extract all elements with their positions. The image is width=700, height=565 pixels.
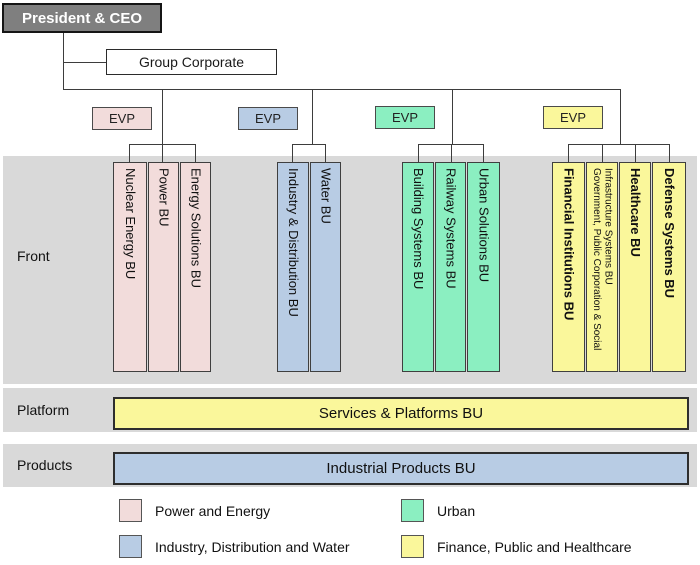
bu-defense-systems: Defense Systems BU <box>652 162 686 372</box>
bu-railway-systems: Railway Systems BU <box>435 162 466 372</box>
president-ceo-box: President & CEO <box>2 3 162 33</box>
bu-label: Power BU <box>156 168 172 227</box>
connector-drop <box>451 144 452 162</box>
bu-water: Water BU <box>310 162 341 372</box>
legend-label: Finance, Public and Healthcare <box>437 538 632 555</box>
evp-box-finance-public-healthcare: EVP <box>543 106 603 129</box>
legend-item-urban: Urban <box>401 499 475 522</box>
bu-power: Power BU <box>148 162 179 372</box>
legend-item-power-energy: Power and Energy <box>119 499 270 522</box>
legend-label: Urban <box>437 502 476 519</box>
evp-box-power-energy: EVP <box>92 107 152 130</box>
evp-box-urban: EVP <box>375 106 435 129</box>
connector-drop <box>483 144 484 162</box>
services-platforms-bu-box: Services & Platforms BU <box>113 397 689 430</box>
bu-label: Government, Public Corporation & Social … <box>591 168 614 351</box>
legend-label: Industry, Distribution and Water <box>155 538 350 555</box>
connector-trunk-3 <box>452 89 453 144</box>
bu-industry-distribution: Industry & Distribution BU <box>277 162 309 372</box>
bu-label: Industry & Distribution BU <box>286 168 302 317</box>
bu-label: Energy Solutions BU <box>188 168 204 288</box>
evp-box-industry-water: EVP <box>238 107 298 130</box>
legend-item-industry-water: Industry, Distribution and Water <box>119 535 350 558</box>
legend-swatch-urban <box>401 499 424 522</box>
bu-label: Water BU <box>318 168 334 224</box>
front-row-label: Front <box>17 248 50 264</box>
connector-drop <box>162 144 163 162</box>
bu-government-public-social: Government, Public Corporation & Social … <box>586 162 618 372</box>
bu-label: Nuclear Energy BU <box>123 168 139 280</box>
connector-drop <box>602 144 603 162</box>
connector-trunk-4 <box>620 89 621 144</box>
connector-branch-2 <box>292 144 326 145</box>
legend-label: Power and Energy <box>155 502 271 519</box>
connector-drop <box>325 144 326 162</box>
connector-drop <box>129 144 130 162</box>
bu-nuclear-energy: Nuclear Energy BU <box>113 162 147 372</box>
connector-drop <box>195 144 196 162</box>
connector-group-corporate <box>63 62 106 63</box>
bu-healthcare: Healthcare BU <box>619 162 651 372</box>
bu-energy-solutions: Energy Solutions BU <box>180 162 211 372</box>
bu-label: Financial Institutions BU <box>561 168 577 321</box>
connector-trunk-1 <box>162 89 163 144</box>
connector-main-horizontal <box>63 89 621 90</box>
industrial-products-bu-box: Industrial Products BU <box>113 452 689 485</box>
connector-branch-4 <box>568 144 670 145</box>
legend-swatch-industry-water <box>119 535 142 558</box>
connector-drop <box>568 144 569 162</box>
legend-swatch-power-energy <box>119 499 142 522</box>
bu-urban-solutions: Urban Solutions BU <box>467 162 500 372</box>
bu-label: Railway Systems BU <box>443 168 459 289</box>
connector-drop <box>292 144 293 162</box>
platform-row-label: Platform <box>17 402 70 418</box>
legend-swatch-finance-public-healthcare <box>401 535 424 558</box>
group-corporate-box: Group Corporate <box>106 49 277 75</box>
legend-item-finance-public-healthcare: Finance, Public and Healthcare <box>401 535 632 558</box>
bu-financial-institutions: Financial Institutions BU <box>552 162 585 372</box>
connector-drop <box>418 144 419 162</box>
bu-building-systems: Building Systems BU <box>402 162 434 372</box>
connector-drop <box>635 144 636 162</box>
products-row-label: Products <box>17 457 73 473</box>
connector-drop <box>669 144 670 162</box>
bu-label: Building Systems BU <box>411 168 427 290</box>
bu-label: Urban Solutions BU <box>476 168 492 283</box>
bu-label: Defense Systems BU <box>662 168 678 299</box>
bu-label: Healthcare BU <box>628 168 644 257</box>
connector-ceo-drop <box>63 33 64 89</box>
connector-trunk-2 <box>312 89 313 144</box>
